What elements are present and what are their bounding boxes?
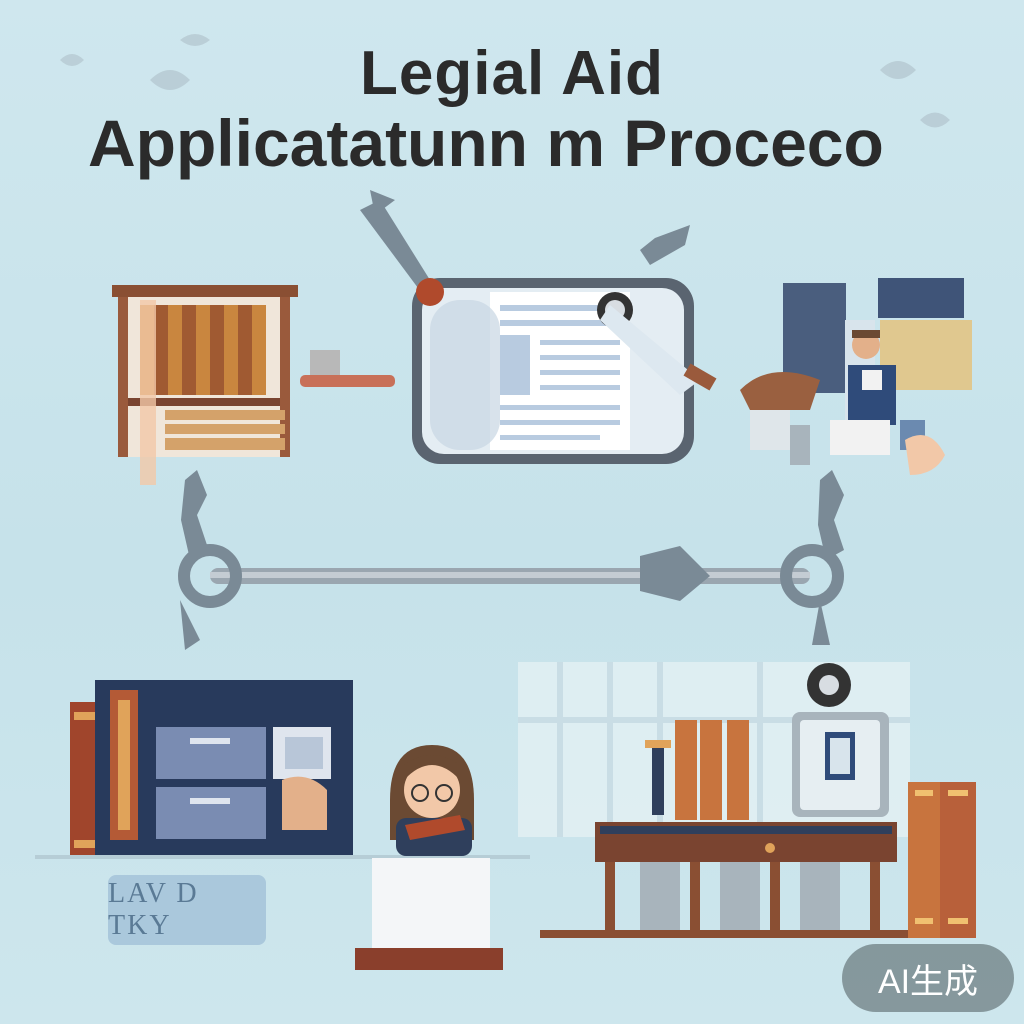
ai-generated-badge: AI生成 xyxy=(842,944,1014,1012)
connector-arrow-icon xyxy=(360,190,430,288)
filing-cabinet-icon xyxy=(70,680,353,858)
decorative-leaves-icon xyxy=(60,34,950,128)
sign-plate xyxy=(108,875,266,945)
connector-pipe xyxy=(178,544,844,650)
office-worker-icon xyxy=(740,278,972,475)
page-title-line-1: Legial Aid xyxy=(360,39,664,108)
bookshelf-icon xyxy=(112,285,298,485)
connector-arrow-icon xyxy=(181,470,844,560)
books-stack-icon xyxy=(908,782,976,938)
page-title-line-2: Applicatatunn m Proceco xyxy=(88,106,884,180)
computer-terminal-icon xyxy=(792,663,889,817)
connector-arrow-icon xyxy=(640,225,690,265)
sign-plate-text: LAV D TKY xyxy=(108,878,199,941)
woman-avatar-icon xyxy=(355,745,503,970)
connector-arrow-icon xyxy=(300,350,395,387)
document-screen-icon xyxy=(412,278,717,464)
